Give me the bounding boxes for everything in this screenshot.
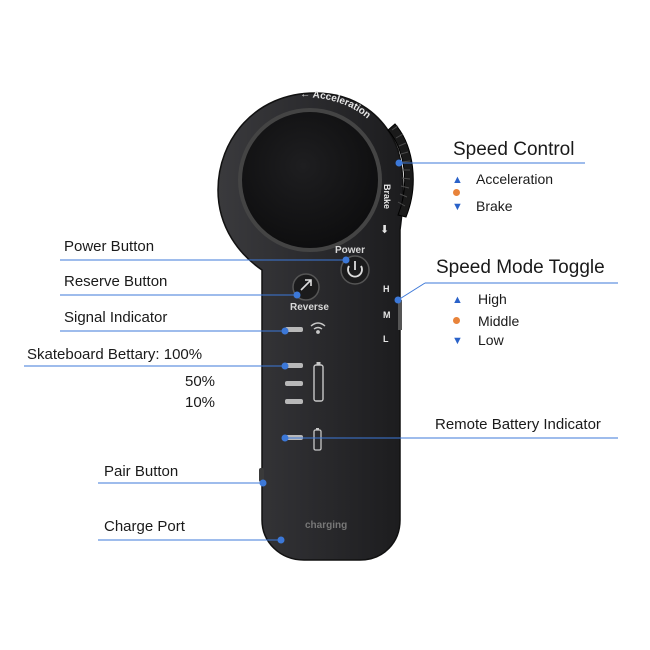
power-icon [347,265,363,278]
label-battery-100: 100% [163,346,203,363]
speed-control-dot-icon [453,189,460,196]
label-speed-control: Speed Control [453,139,575,160]
board-battery-led-50 [285,381,303,386]
label-reserve-button: Reserve Button [64,273,168,290]
callout-line-mode [397,282,426,301]
callout-dot-charge [277,536,285,544]
label-high: High [478,291,507,307]
callout-dot-power [342,256,350,264]
brake-label: Brake [382,184,392,209]
callout-dot-battery [281,362,289,370]
speed-mode-switch[interactable] [398,300,402,330]
label-low: Low [478,332,504,348]
power-label: Power [335,245,365,256]
display-screen [238,108,382,252]
label-middle: Middle [478,313,520,329]
label-pair-button: Pair Button [104,463,179,480]
low-arrow-icon: ▼ [452,335,463,347]
middle-dot-icon [453,317,460,324]
signal-icon [310,322,326,334]
mode-letter-l: L [383,334,389,344]
brake-arrow-icon: ⬇ [380,224,389,236]
label-brake: Brake [476,198,513,214]
label-power-button: Power Button [64,238,155,255]
remote-battery-icon [313,428,322,451]
board-battery-led-10 [285,399,303,404]
callout-dot-remote-battery [281,434,289,442]
label-battery-50: 50% [185,373,216,390]
high-arrow-icon: ▲ [452,294,463,306]
callout-dot-speed-control [395,159,403,167]
reverse-icon [300,279,312,291]
charging-label: charging [305,520,347,531]
signal-led [285,327,303,332]
label-acceleration: Acceleration [476,171,554,187]
label-battery-10: 10% [185,394,216,411]
label-charge-port: Charge Port [104,518,185,535]
pair-button[interactable] [259,468,264,482]
label-signal-indicator: Signal Indicator [64,309,168,326]
callout-dot-pair [259,479,267,487]
brake-arrow-down-icon: ▼ [452,201,463,213]
mode-letter-h: H [383,284,390,294]
acceleration-arrow-icon: ▲ [452,174,463,186]
speed-control-wheel[interactable] [387,123,414,218]
board-battery-led-100 [285,363,303,368]
callout-dot-signal [281,327,289,335]
label-speed-mode-toggle: Speed Mode Toggle [436,257,605,278]
reverse-label: Reverse [290,302,329,313]
power-button[interactable] [340,255,370,285]
label-remote-battery-indicator: Remote Battery Indicator [435,416,601,433]
label-skateboard-battery-text: Skateboard Bettary: [27,346,160,363]
label-skateboard-battery: Skateboard Bettary: 100% [27,346,202,363]
callout-dot-mode [394,296,402,304]
callout-dot-reserve [293,291,301,299]
board-battery-icon [313,362,324,402]
mode-letter-m: M [383,310,391,320]
